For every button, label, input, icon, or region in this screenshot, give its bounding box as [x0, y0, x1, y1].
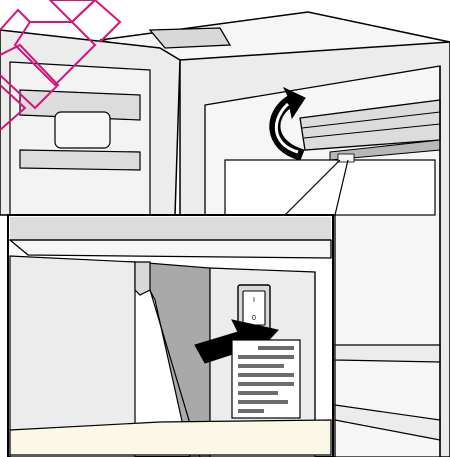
fridge-back-panel — [225, 160, 435, 215]
fridge-shelf-lower-1 — [335, 345, 440, 362]
inset-rail — [10, 240, 331, 258]
zoom-inset: I 0 — [8, 215, 333, 457]
light-switch-location — [338, 154, 354, 162]
label-sticker — [232, 340, 300, 418]
door-bin-container — [55, 112, 110, 148]
inset-bracket — [135, 262, 150, 295]
switch-mark-off: 0 — [252, 315, 256, 322]
switch-mark-on: I — [253, 297, 255, 304]
door-bin-middle — [20, 150, 140, 170]
fridge-hinge — [150, 28, 230, 48]
inset-ceiling — [10, 217, 331, 240]
